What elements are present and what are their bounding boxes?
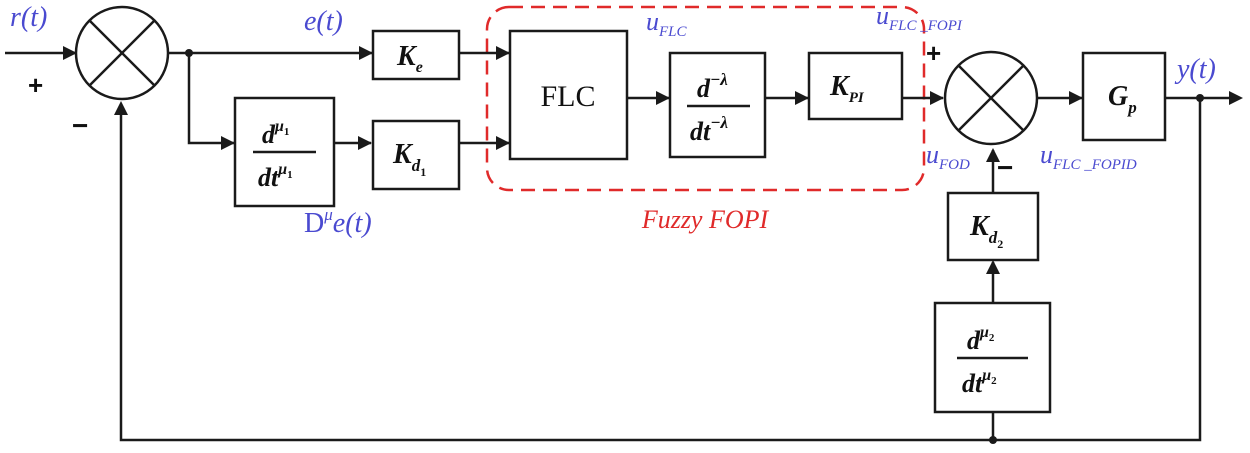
svg-text:Kd2: Kd2 — [969, 211, 1003, 251]
fracint-num-sup: −λ — [710, 70, 728, 89]
uflcfopi-u: u — [876, 1, 889, 30]
signal-r-label: r(t) — [10, 2, 47, 33]
gp-main: G — [1108, 81, 1128, 112]
svg-text:dt−λ: dt−λ — [690, 113, 729, 146]
gain-kd2-block: Kd2 — [946, 191, 1040, 262]
dmu-arg: e(t) — [333, 208, 372, 239]
arrow-flc-in2 — [496, 136, 510, 150]
arrow-kd1-in — [358, 136, 372, 150]
summing-junction-2 — [943, 50, 1039, 146]
kd1-subsub: 1 — [420, 165, 426, 179]
signal-e-label: e(t) — [304, 6, 343, 37]
uflcfopid-sub: FLC _FOPID — [1052, 157, 1137, 173]
arrow-flc-in1 — [496, 46, 510, 60]
arrow-sum2-in — [930, 91, 944, 105]
svg-text:dμ1: dμ1 — [262, 118, 289, 149]
svg-text:Ke: Ke — [396, 41, 423, 76]
deriv2-num-sup-sub: 2 — [989, 332, 995, 344]
wire-to-deriv1 — [187, 53, 234, 145]
svg-text:Kd1: Kd1 — [392, 139, 426, 179]
arrow-gp-in — [1069, 91, 1083, 105]
deriv2-num-sup: μ — [979, 324, 989, 341]
arrow-sum2-feedback — [986, 148, 1000, 162]
uflc-sub: FLC — [658, 24, 688, 40]
sum1-plus-sign: + — [28, 70, 43, 100]
ufod-sub: FOD — [938, 157, 970, 173]
kd1-main: K — [392, 139, 414, 170]
arrow-deriv1-in — [221, 136, 235, 150]
kd2-subsub: 2 — [997, 237, 1003, 251]
gain-kd1-block: Kd1 — [371, 119, 461, 191]
kpi-sub: PI — [849, 90, 865, 106]
uflcfopid-u: u — [1040, 140, 1053, 169]
svg-text:KPI: KPI — [829, 71, 865, 106]
dmu-sup: μ — [323, 205, 333, 224]
kd1-sub: d — [412, 156, 421, 175]
sum1-minus-sign: − — [72, 110, 88, 141]
gain-kpi-block: KPI — [807, 51, 904, 121]
plant-gp-block: Gp — [1081, 51, 1167, 142]
svg-text:dtμ1: dtμ1 — [258, 161, 293, 192]
flc-label: FLC — [540, 80, 595, 113]
derivative-mu2-block: dμ2 dtμ2 — [933, 301, 1052, 414]
gain-ke-block: Ke — [371, 29, 461, 81]
signal-uflc-fopi-label: uFLC _FOPI — [876, 1, 963, 34]
flc-block: FLC — [508, 29, 629, 161]
signal-uflc-label: uFLC — [646, 7, 688, 40]
arrow-ke-in — [359, 46, 373, 60]
svg-text:d−λ: d−λ — [697, 70, 728, 103]
gp-sub: p — [1126, 98, 1137, 117]
svg-text:dtμ2: dtμ2 — [962, 367, 997, 398]
fractional-integrator-block: d−λ dt−λ — [668, 51, 767, 159]
ufod-u: u — [926, 140, 939, 169]
deriv1-num-sup: μ — [274, 118, 284, 135]
fracint-den: dt — [690, 117, 711, 146]
signal-dmu-e-label: Dμe(t) — [304, 205, 372, 239]
deriv2-den: dt — [962, 369, 983, 398]
arrow-kd2-in — [986, 260, 1000, 274]
sum2-plus-sign: + — [926, 38, 941, 68]
summing-junction-1 — [74, 5, 170, 101]
arrow-fracint-in — [656, 91, 670, 105]
deriv2-num: d — [967, 326, 981, 355]
arrow-sum1-feedback — [114, 101, 128, 115]
kpi-main: K — [829, 71, 851, 102]
deriv1-den-sup: μ — [277, 161, 287, 178]
fuzzy-fopi-label: Fuzzy FOPI — [641, 205, 770, 234]
deriv1-den-sup-sub: 1 — [287, 169, 293, 181]
ke-sub: e — [416, 59, 423, 76]
derivative-mu1-block: dμ1 dtμ1 — [233, 96, 336, 208]
kd2-sub: d — [989, 228, 998, 247]
fracint-num: d — [697, 74, 711, 103]
uflc-u: u — [646, 7, 659, 36]
arrow-kpi-in — [795, 91, 809, 105]
deriv1-num: d — [262, 120, 276, 149]
signal-y-label: y(t) — [1174, 54, 1216, 85]
deriv1-den: dt — [258, 163, 279, 192]
signal-ufod-label: uFOD — [926, 140, 970, 173]
deriv2-den-sup-sub: 2 — [991, 375, 997, 387]
wire-feedback — [119, 98, 1202, 442]
deriv1-num-sup-sub: 1 — [284, 126, 290, 138]
arrow-input — [63, 46, 77, 60]
arrow-output — [1229, 91, 1243, 105]
ke-main: K — [396, 41, 418, 72]
uflcfopi-sub: FLC _FOPI — [888, 18, 963, 34]
deriv2-den-sup: μ — [981, 367, 991, 384]
svg-text:dμ2: dμ2 — [967, 324, 995, 355]
fracint-den-sup: −λ — [710, 113, 728, 132]
sum2-minus-sign: − — [997, 152, 1013, 183]
svg-text:Gp: Gp — [1108, 81, 1137, 117]
signal-uflc-fopid-label: uFLC _FOPID — [1040, 140, 1137, 173]
kd2-main: K — [969, 211, 991, 242]
dmu-base: D — [304, 208, 324, 239]
